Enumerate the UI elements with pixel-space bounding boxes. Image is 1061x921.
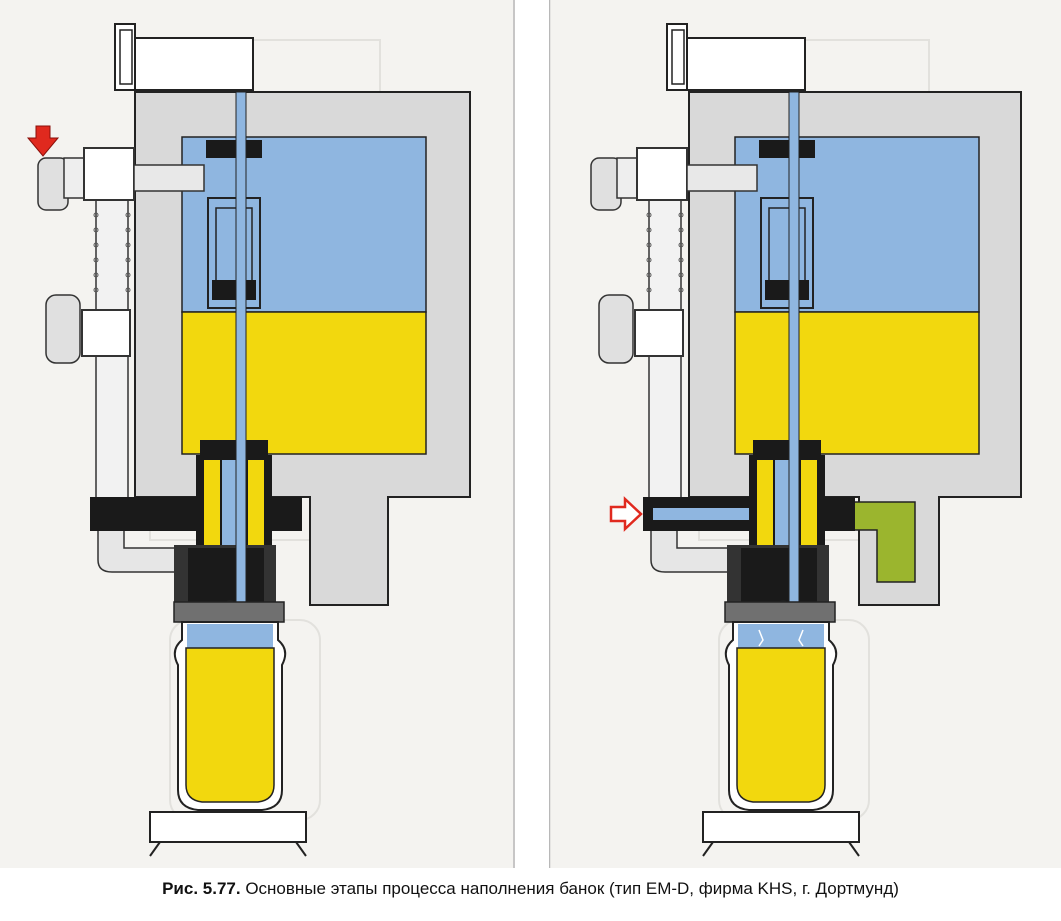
gas-channel-open (653, 508, 753, 520)
can (173, 601, 287, 811)
filling-stage-2-panel (549, 0, 1061, 868)
can (724, 601, 838, 811)
figure-caption: Рис. 5.77. Основные этапы процесса напол… (0, 878, 1061, 900)
top-cap (666, 23, 806, 91)
filling-valve-diagram-1 (0, 0, 515, 868)
outline-right-arrow-icon (609, 496, 643, 532)
caption-label: Рис. 5.77. (162, 879, 241, 898)
reservoir-liquid-yellow (734, 311, 980, 455)
top-cap (114, 23, 254, 91)
lower-lever (45, 294, 131, 364)
filling-stage-1-panel (0, 0, 515, 868)
upper-lever (37, 147, 205, 211)
reservoir-liquid-yellow (181, 311, 427, 455)
caption-text: Основные этапы процесса наполнения банок… (240, 879, 899, 898)
can-table (149, 811, 307, 857)
can-table (702, 811, 860, 857)
lower-lever (598, 294, 684, 364)
upper-lever (590, 147, 758, 211)
filling-valve-diagram-2 (549, 0, 1061, 868)
filled-down-arrow-icon (26, 125, 60, 157)
